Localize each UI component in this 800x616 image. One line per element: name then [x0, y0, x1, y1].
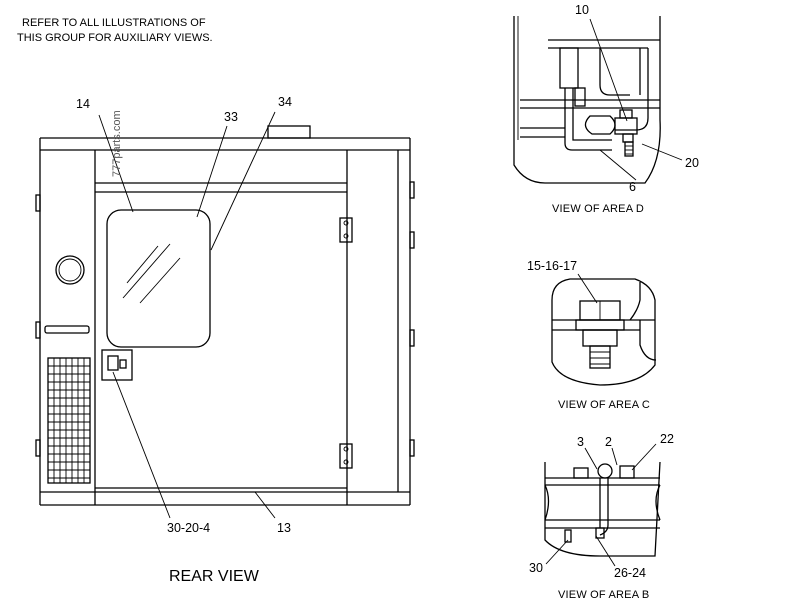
- rear-view-title: REAR VIEW: [169, 568, 260, 585]
- pin-icon: [597, 463, 613, 479]
- callout-20: 20: [685, 156, 699, 170]
- roof-bracket: [267, 125, 311, 139]
- callout-14: 14: [76, 97, 90, 111]
- reference-note-line-2: THIS GROUP FOR AUXILIARY VIEWS.: [17, 32, 213, 44]
- view-area-d: 10 20 6 VIEW OF AREA D: [513, 3, 699, 215]
- rear-window: [106, 209, 211, 348]
- callout-26-24: 26-24: [614, 566, 646, 580]
- reference-note: REFER TO ALL ILLUSTRATIONS OF THIS GROUP…: [17, 17, 213, 44]
- callout-30-20-4: 30-20-4: [167, 521, 210, 535]
- reference-note-line-1: REFER TO ALL ILLUSTRATIONS OF: [22, 17, 206, 29]
- switch-box: [101, 349, 133, 381]
- callout-22: 22: [660, 432, 674, 446]
- lower-hinge: [339, 443, 353, 469]
- view-area-c: 15-16-17 VIEW OF AREA C: [527, 259, 657, 411]
- rear-view: 777parts.com 14 33 34 30-20-4 13 REAR VI…: [35, 95, 415, 585]
- callout-15-16-17: 15-16-17: [527, 259, 577, 273]
- callout-6: 6: [629, 180, 636, 194]
- view-area-d-caption: VIEW OF AREA D: [552, 203, 644, 215]
- view-area-b: 3 2 22 30 26-24 VIEW OF AREA B: [529, 432, 674, 601]
- round-port-icon: [55, 255, 85, 285]
- watermark: 777parts.com: [111, 110, 123, 177]
- grab-handle: [44, 325, 90, 334]
- view-area-c-caption: VIEW OF AREA C: [558, 399, 650, 411]
- upper-hinge: [339, 217, 353, 243]
- callout-34: 34: [278, 95, 292, 109]
- view-area-b-caption: VIEW OF AREA B: [558, 589, 649, 601]
- callout-2: 2: [605, 435, 612, 449]
- callout-3: 3: [577, 435, 584, 449]
- callout-13: 13: [277, 521, 291, 535]
- callout-10: 10: [575, 3, 589, 17]
- callout-30: 30: [529, 561, 543, 575]
- callout-33: 33: [224, 110, 238, 124]
- ventilation-grille: [47, 357, 91, 484]
